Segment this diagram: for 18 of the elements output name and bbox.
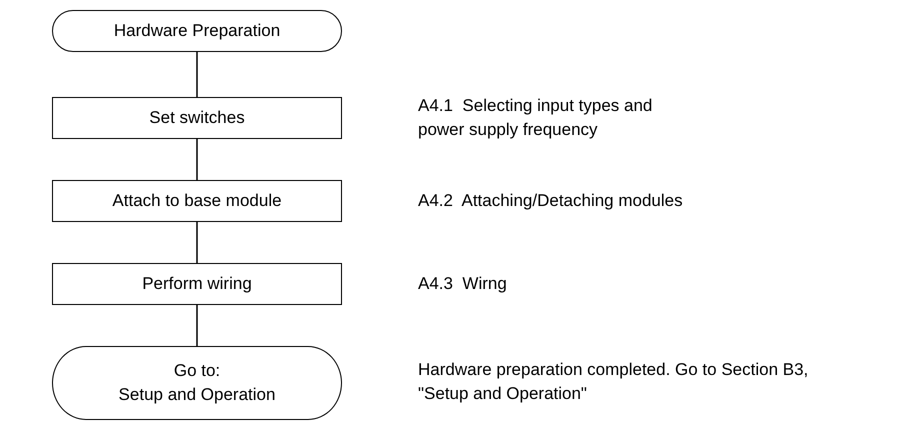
process-box [52,263,342,305]
node-label: Hardware Preparation [114,20,280,42]
terminal-shape [52,10,342,52]
node-label: Set switches [149,107,245,129]
connector-line [196,52,198,97]
connector-line [196,139,198,180]
node-label: Perform wiring [142,273,252,295]
process-box [52,180,342,222]
section-reference: A4.2 Attaching/Detaching modules [418,190,684,212]
section-reference: Hardware preparation completed. Go to Section B3, "Setup and Operation" [418,359,810,405]
section-reference: A4.3 Wirng [418,273,508,295]
node-label: Go to: [174,360,220,382]
connector-line [196,222,198,263]
node-label: Attach to base module [112,190,282,212]
connector-line [196,305,198,346]
node-label: Setup and Operation [118,384,276,406]
section-reference: A4.1 Selecting input types and power supply frequency [418,95,654,141]
process-box [52,97,342,139]
